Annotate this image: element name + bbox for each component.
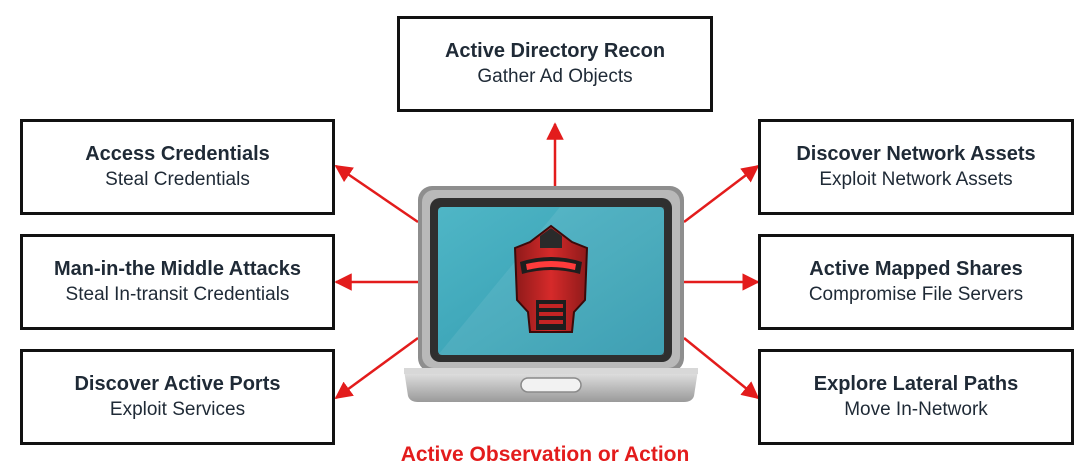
node-active-mapped-shares: Active Mapped Shares Compromise File Ser…: [758, 234, 1074, 330]
node-subtitle: Move In-Network: [844, 399, 988, 420]
arrow-to-right-1: [683, 164, 760, 223]
node-subtitle: Exploit Services: [109, 399, 246, 420]
node-subtitle: Steal Credentials: [105, 169, 250, 190]
node-title: Discover Network Assets: [796, 143, 1036, 165]
node-discover-active-ports: Discover Active Ports Exploit Services: [20, 349, 335, 445]
arrow-to-left-1: [334, 164, 419, 224]
node-explore-lateral-paths: Explore Lateral Paths Move In-Network: [758, 349, 1074, 445]
connector-arrows: [334, 122, 760, 400]
node-subtitle: Steal In-transit Credentials: [65, 284, 290, 305]
arrow-to-left-3: [334, 336, 419, 400]
node-subtitle: Exploit Network Assets: [819, 169, 1013, 190]
arrow-to-right-3: [683, 337, 760, 400]
node-man-in-the-middle: Man-in-the Middle Attacks Steal In-trans…: [20, 234, 335, 330]
node-subtitle: Compromise File Servers: [808, 284, 1024, 305]
node-access-credentials: Access Credentials Steal Credentials: [20, 119, 335, 215]
robot-helmet-icon: [513, 224, 589, 333]
node-title: Access Credentials: [85, 143, 270, 165]
center-caption: Active Observation or Action: [400, 443, 690, 466]
node-title: Explore Lateral Paths: [813, 373, 1019, 395]
node-title: Active Directory Recon: [444, 40, 666, 62]
node-title: Man-in-the Middle Attacks: [53, 258, 302, 280]
node-title: Discover Active Ports: [74, 373, 281, 395]
node-subtitle: Gather Ad Objects: [477, 66, 633, 87]
node-active-directory-recon: Active Directory Recon Gather Ad Objects: [397, 16, 713, 112]
node-title: Active Mapped Shares: [809, 258, 1023, 280]
node-discover-network-assets: Discover Network Assets Exploit Network …: [758, 119, 1074, 215]
